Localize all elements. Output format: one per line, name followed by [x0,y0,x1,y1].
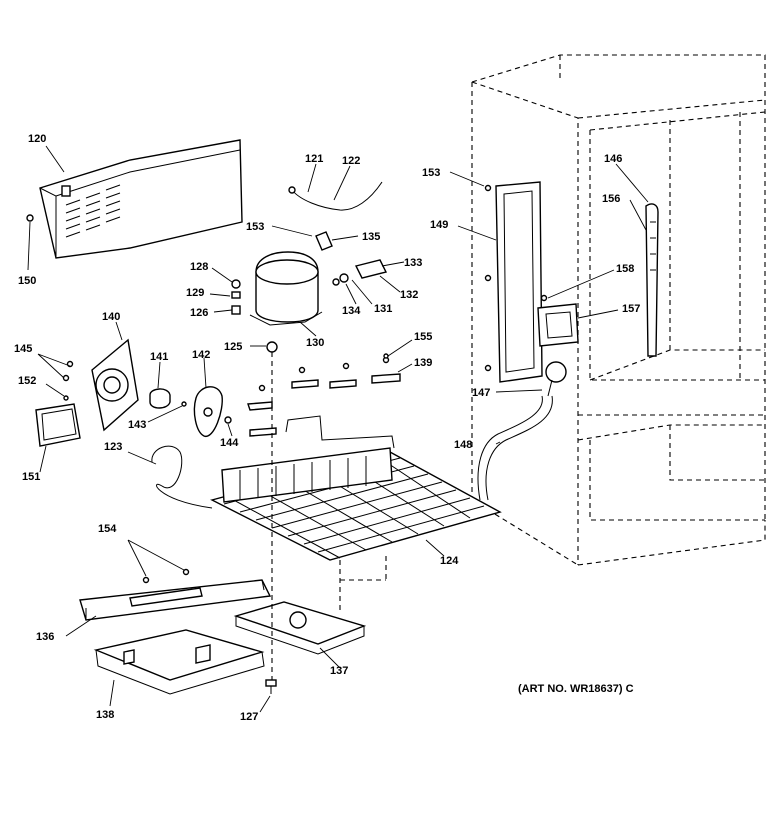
callout-132: 132 [400,289,418,301]
compressor [231,251,323,326]
art-number: (ART NO. WR18637) C [518,683,634,695]
callout-121: 121 [305,153,323,165]
callout-153-cabinet: 153 [422,167,440,179]
drain-fitting-157 [537,294,579,347]
callout-122: 122 [342,155,360,167]
grommet-125 [266,341,278,353]
callout-129: 129 [186,287,204,299]
callout-131: 131 [374,303,392,315]
callout-158: 158 [616,263,634,275]
callout-156: 156 [602,193,620,205]
drain-trough-149 [484,181,543,383]
assembly-guide-lines [271,352,387,680]
callout-143: 143 [128,419,146,431]
callout-120: 120 [28,133,46,145]
cord-plug [288,186,296,194]
callout-146: 146 [604,153,622,165]
base-rail-136 [79,568,272,621]
callout-125: 125 [224,341,242,353]
callout-135: 135 [362,231,380,243]
callout-labels: 120 121 122 153 135 128 129 126 133 132 … [14,133,640,723]
power-cord [291,181,383,211]
callout-136: 136 [36,631,54,643]
drain-tube-148 [477,361,567,501]
screw-127 [265,679,277,694]
condenser-fan-assembly [35,338,232,447]
callout-130: 130 [306,337,324,349]
callout-150: 150 [18,275,36,287]
condenser-coil [151,415,502,561]
callout-154: 154 [98,523,117,535]
drain-pan-138 [93,629,265,695]
callout-133: 133 [404,257,422,269]
callout-157: 157 [622,303,640,315]
screw-150 [26,214,34,222]
callout-153-compressor: 153 [246,221,264,233]
callout-127: 127 [240,711,258,723]
callout-126: 126 [190,307,208,319]
callout-134: 134 [342,305,361,317]
callout-149: 149 [430,219,448,231]
callout-138: 138 [96,709,114,721]
callout-leaders [27,145,649,713]
mounting-brackets [247,353,401,437]
callout-124: 124 [440,555,459,567]
rear-access-cover [39,139,243,259]
heater-156 [645,203,659,357]
callout-147: 147 [472,387,490,399]
callout-137: 137 [330,665,348,677]
callout-123: 123 [104,441,122,453]
callout-148: 148 [454,439,472,451]
callout-128: 128 [190,261,208,273]
callout-145: 145 [14,343,32,355]
callout-142: 142 [192,349,210,361]
callout-155: 155 [414,331,432,343]
compressor-base-plate-137 [233,601,367,655]
callout-151: 151 [22,471,40,483]
callout-144: 144 [220,437,239,449]
callout-140: 140 [102,311,120,323]
callout-152: 152 [18,375,36,387]
callout-139: 139 [414,357,432,369]
relay-overload [315,231,388,286]
callout-141: 141 [150,351,168,363]
